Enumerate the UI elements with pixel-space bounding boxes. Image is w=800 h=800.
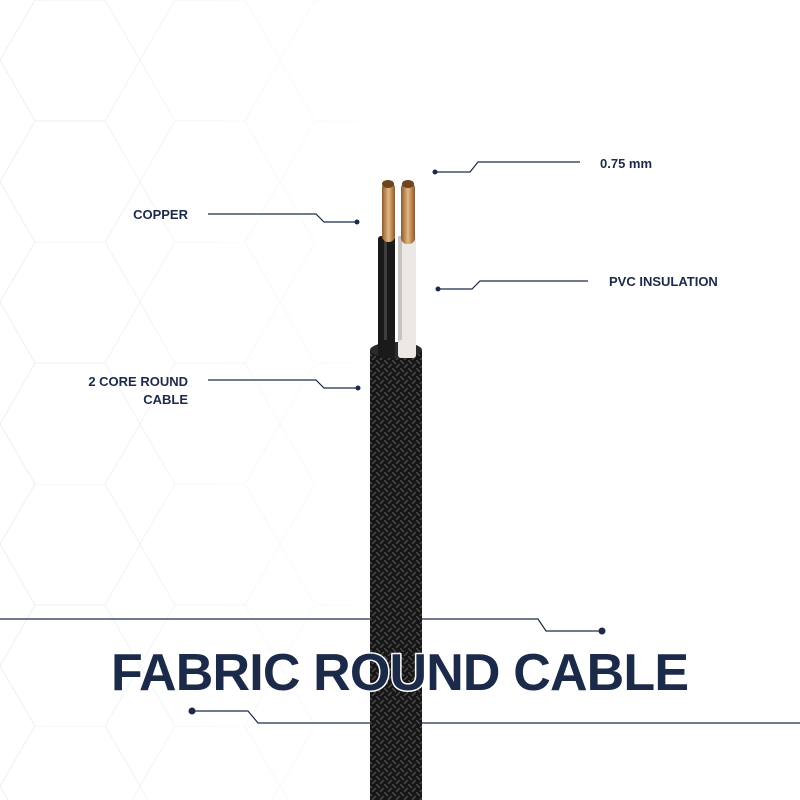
- diameter-label: 0.75 mm: [600, 156, 652, 171]
- copper-strand-right: [401, 182, 415, 244]
- insulation-leader-line: [438, 280, 588, 290]
- copper-strand-left: [382, 182, 395, 242]
- insulation-label: PVC INSULATION: [609, 274, 718, 289]
- title-bottom-dot: [188, 707, 196, 715]
- insulation-dot: [435, 286, 441, 292]
- diameter-dot: [432, 169, 438, 175]
- page-title: FABRIC ROUND CABLE: [111, 644, 689, 702]
- white-wire-insulation: [398, 236, 416, 364]
- cable-label-line1: 2 CORE ROUND: [88, 374, 188, 389]
- title-bottom-line: [192, 710, 800, 724]
- copper-dot: [354, 219, 360, 225]
- copper-label: COPPER: [133, 207, 189, 222]
- fabric-jacket: [370, 350, 422, 800]
- copper-leader-line: [208, 213, 357, 223]
- title-top-dot: [598, 627, 606, 635]
- cable-label-line2: CABLE: [143, 392, 188, 407]
- cable-dot: [355, 385, 361, 391]
- cable-leader-line: [208, 379, 358, 389]
- cable-illustration: [370, 180, 422, 800]
- diameter-leader-line: [435, 161, 580, 173]
- title-top-line: [0, 618, 602, 632]
